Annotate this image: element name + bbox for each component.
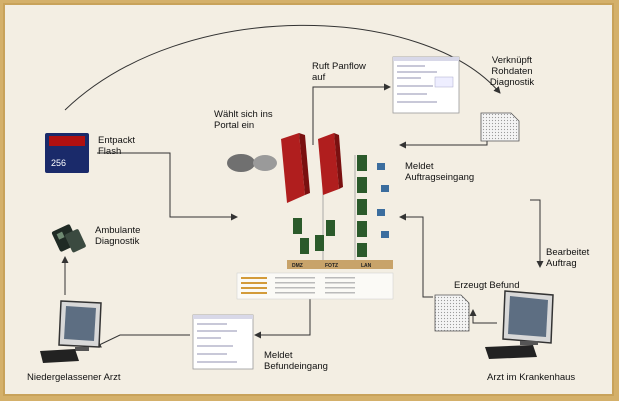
card-capacity: 256 (51, 158, 66, 168)
monitor-niedergelassener-arzt-icon (40, 300, 102, 363)
diagnostic-device-icon (51, 224, 86, 253)
workstations (377, 163, 389, 238)
internet-cloud-icon (227, 154, 277, 172)
zone-lan: LAN (361, 263, 372, 269)
network-legend (236, 272, 394, 300)
network-diagram: DMZ FOTZ LAN (281, 133, 393, 269)
monitor-krankenhaus-icon (485, 290, 554, 359)
diagram-frame: 256 (3, 3, 614, 396)
firewall-dmz-icon (281, 133, 310, 203)
label-erzeugt-befund: Erzeugt Befund (454, 280, 520, 291)
flash-card-icon: 256 (45, 133, 89, 173)
rohdaten-document-icon (480, 112, 520, 142)
befund-document-icon (434, 294, 470, 332)
zone-fotz: FOTZ (325, 263, 338, 269)
label-niedergelassener-arzt: Niedergelassener Arzt (27, 372, 121, 383)
server-racks (293, 155, 367, 257)
diagram-canvas: 256 (40, 24, 554, 370)
befundeingang-screen-icon (192, 314, 254, 370)
firewall-fotz-icon (318, 133, 343, 195)
label-arzt-krankenhaus: Arzt im Krankenhaus (487, 372, 576, 383)
zone-dmz: DMZ (292, 263, 303, 269)
panflow-screen-icon (392, 56, 460, 114)
